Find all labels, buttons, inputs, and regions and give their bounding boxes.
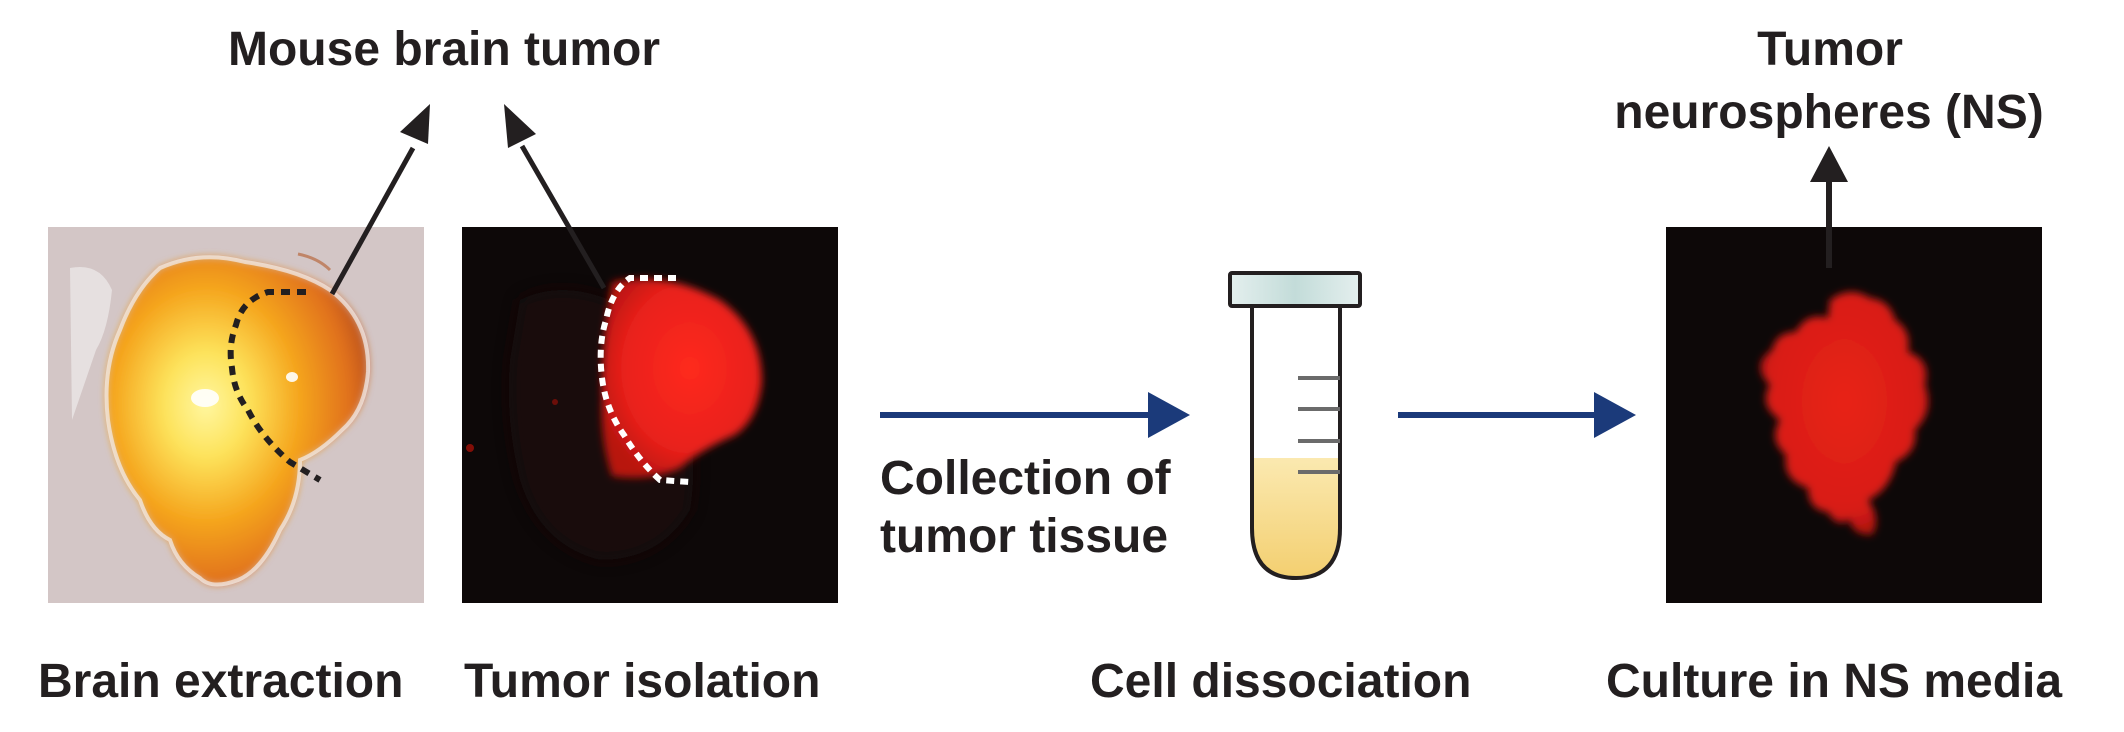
tumor-outline-dotted xyxy=(227,289,322,483)
collection-label-line2: tumor tissue xyxy=(880,510,1169,563)
cell-dissociation-label: Cell dissociation xyxy=(1090,655,1472,708)
tumor-outline-dotted-white xyxy=(597,275,691,485)
mouse-brain-tumor-label: Mouse brain tumor xyxy=(228,23,661,76)
flow-arrow-1 xyxy=(880,392,1190,438)
neurosphere-panel xyxy=(1666,227,2042,603)
pointer-arrows xyxy=(329,104,607,296)
tumor-isolation-panel xyxy=(462,227,838,603)
collection-label-line1: Collection of xyxy=(880,452,1171,505)
brain-extraction-panel xyxy=(48,227,424,603)
test-tube-icon xyxy=(1228,271,1362,581)
tumor-isolation-label: Tumor isolation xyxy=(464,655,821,708)
neurosphere-image xyxy=(1760,291,1929,535)
culture-ns-media-label: Culture in NS media xyxy=(1606,655,2063,708)
brain-image xyxy=(106,257,369,585)
isolated-tumor-image xyxy=(601,278,762,478)
tumor-neurospheres-label-line2: neurospheres (NS) xyxy=(1614,86,2044,139)
pointer-arrow-ns xyxy=(1810,146,1848,268)
brain-extraction-label: Brain extraction xyxy=(38,655,404,708)
tumor-neurospheres-label-line1: Tumor xyxy=(1757,23,1903,76)
flow-arrow-2 xyxy=(1398,392,1636,438)
